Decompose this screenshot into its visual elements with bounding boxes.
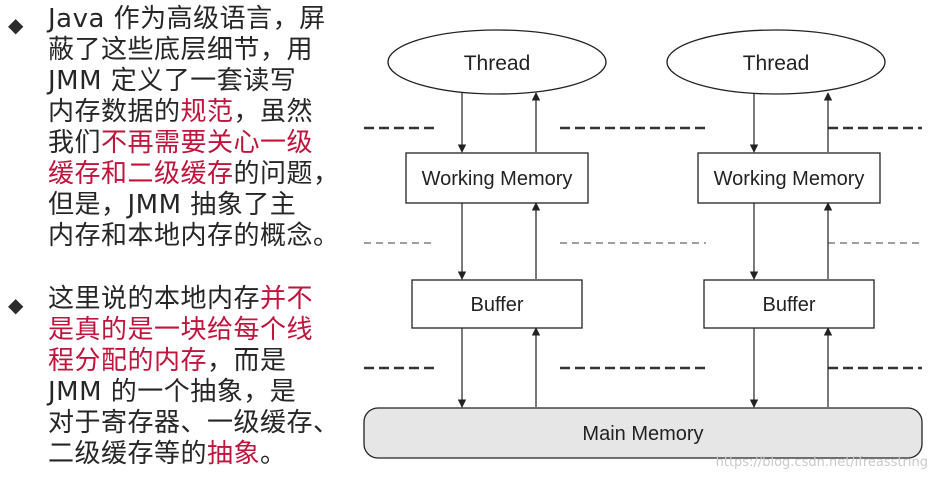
para1-line6-post: 的问题，	[233, 159, 340, 189]
para1-line4-post: ，虽然	[233, 97, 314, 127]
paragraph-local-memory: 这里说的本地内存并不 是真的是一块给每个线 程分配的内存，而是 JMM 的一个抽…	[48, 284, 348, 470]
para1-line7: 但是，JMM 抽象了主	[48, 190, 297, 220]
highlight-spec: 规范	[180, 97, 234, 127]
highlight-allocated: 程分配的内存	[48, 346, 208, 376]
para2-line4: JMM 的一个抽象，是	[48, 377, 297, 407]
buffer-label-left: Buffer	[471, 294, 524, 316]
para2-line3: 程分配的内存，而是	[48, 346, 348, 377]
working-memory-node-right	[697, 152, 881, 204]
highlight-caches: 缓存和二级缓存	[48, 159, 234, 189]
highlight-no-care: 不再需要关心一级	[101, 128, 314, 158]
thread-node-left	[387, 29, 607, 95]
para1-line2: 蔽了这些底层细节，用	[48, 35, 314, 65]
text-panel: ◆ Java 作为高级语言，屏 蔽了这些底层细节，用 JMM 定义了一套读写 内…	[0, 0, 360, 484]
bullet-diamond-icon: ◆	[8, 293, 24, 317]
para2-line1: 这里说的本地内存并不	[48, 284, 348, 315]
para1-line4: 内存数据的规范，虽然	[48, 97, 348, 128]
buffer-node-right	[703, 279, 875, 329]
para2-line2: 是真的是一块给每个线	[48, 315, 348, 346]
thread-label-left: Thread	[464, 52, 531, 75]
para1-line6: 缓存和二级缓存的问题，	[48, 159, 348, 190]
bullet-diamond-icon: ◆	[8, 13, 24, 37]
working-memory-label-right: Working Memory	[714, 168, 865, 190]
para2-line1-text: 这里说的本地内存	[48, 284, 261, 314]
working-memory-node-left	[405, 152, 589, 204]
left-column: Thread Working Memory Buffer	[387, 29, 607, 408]
para1-line8: 内存和本地内存的概念。	[48, 221, 340, 251]
buffer-label-right: Buffer	[763, 294, 816, 316]
para2-line3-post: ，而是	[207, 346, 287, 376]
thread-label-right: Thread	[743, 52, 810, 75]
main-memory-node	[363, 407, 923, 459]
highlight-not: 并不	[260, 284, 314, 314]
highlight-abstraction: 抽象	[207, 439, 261, 469]
para2-line5: 对于寄存器、一级缓存、	[48, 408, 340, 438]
highlight-not-real: 是真的是一块给每个线	[48, 315, 314, 345]
para1-line4-text: 内存数据的	[48, 97, 181, 127]
para2-line6-post: 。	[260, 439, 287, 469]
para1-line3: JMM 定义了一套读写	[48, 66, 297, 96]
para1-line1: Java 作为高级语言，屏	[48, 4, 326, 34]
right-column: Thread Working Memory Buffer	[666, 29, 886, 408]
main-memory-label: Main Memory	[582, 423, 703, 445]
working-memory-label-left: Working Memory	[422, 168, 573, 190]
dashed-separators	[364, 126, 922, 370]
para2-line6-text: 二级缓存等的	[48, 439, 208, 469]
paragraph-jmm-spec: Java 作为高级语言，屏 蔽了这些底层细节，用 JMM 定义了一套读写 内存数…	[48, 4, 348, 252]
para1-line5-text: 我们	[48, 128, 102, 158]
buffer-node-left	[411, 279, 583, 329]
thread-node-right	[666, 29, 886, 95]
para1-line5: 我们不再需要关心一级	[48, 128, 348, 159]
para2-line6: 二级缓存等的抽象。	[48, 439, 348, 470]
watermark: https://blog.csdn.net/ifreasstring	[715, 455, 928, 470]
